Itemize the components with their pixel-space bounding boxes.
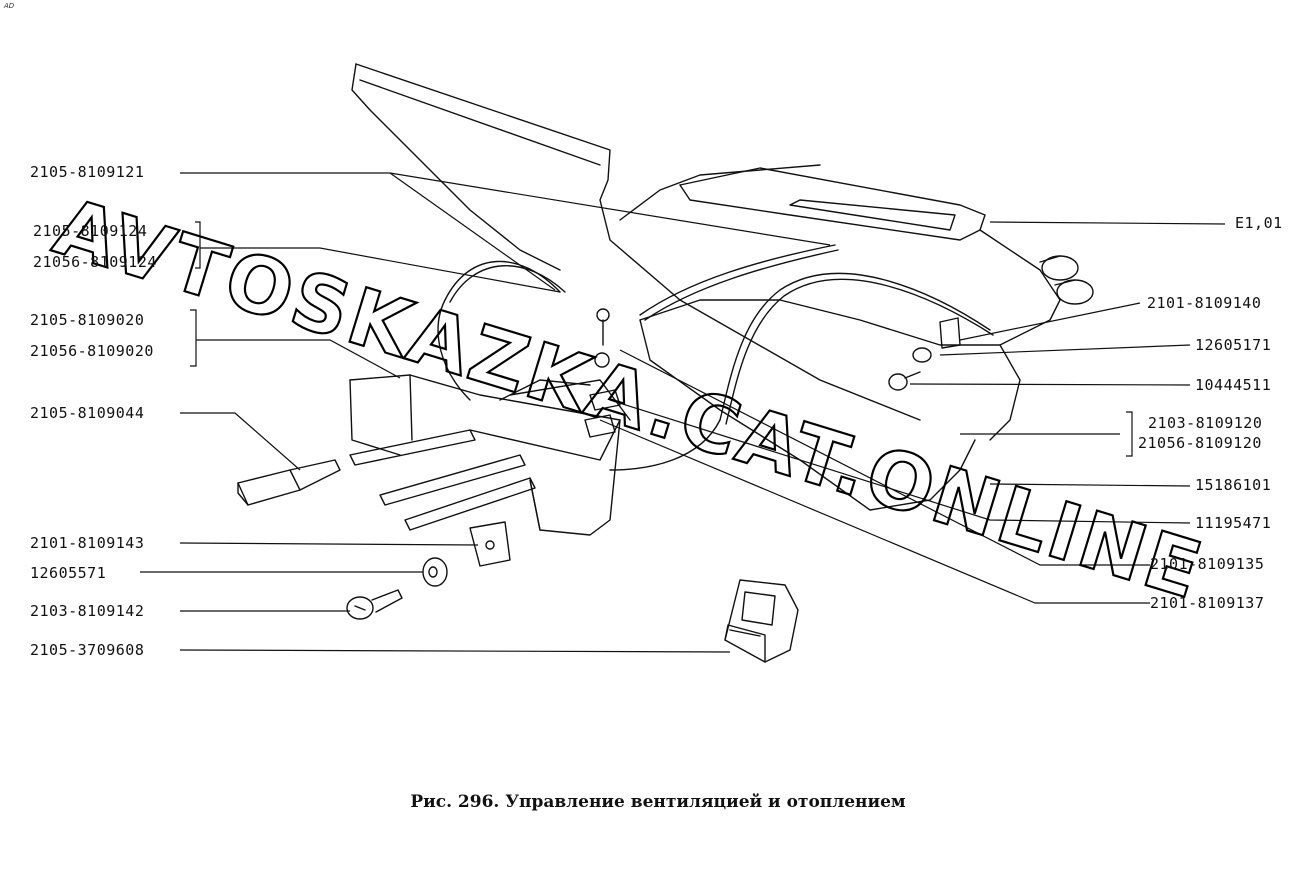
label-21056-8109020: 21056-8109020 [30,342,154,360]
knob-part [237,459,341,506]
heater-fasteners [594,308,961,391]
corner-mark: AD [4,2,15,10]
switch-part [724,579,799,663]
leader-lines [140,172,1226,653]
label-2103-8109142: 2103-8109142 [30,602,145,620]
label-2105-8109020: 2105-8109020 [30,311,145,329]
label-12605171: 12605171 [1195,336,1272,354]
label-2105-8109044: 2105-8109044 [30,404,145,422]
label-21056-8109120: 21056-8109120 [1138,434,1262,452]
label-2101-8109135: 2101-8109135 [1150,555,1265,573]
label-2103-8109120: 2103-8109120 [1148,414,1263,432]
label-2101-8109137: 2101-8109137 [1150,594,1265,612]
label-2105-3709608: 2105-3709608 [30,641,145,659]
dashboard-panel [351,63,921,421]
figure-caption: Рис. 296. Управление вентиляцией и отопл… [410,792,906,812]
label-15186101: 15186101 [1195,476,1272,494]
screw-part [346,589,403,620]
label-11195471: 11195471 [1195,514,1272,532]
control-bracket [349,374,631,536]
label-2101-8109140: 2101-8109140 [1147,294,1262,312]
label-21056-8109124: 21056-8109124 [33,253,157,271]
label-2105-8109124: 2105-8109124 [33,222,148,240]
control-cables [437,244,994,471]
label-12605571: 12605571 [30,564,107,582]
washer-part [422,557,448,587]
clip-part [469,521,511,567]
heater-housing [639,167,1094,511]
label-e101: E1,01 [1235,214,1283,232]
label-10444511: 10444511 [1195,376,1272,394]
label-2101-8109143: 2101-8109143 [30,534,145,552]
label-2105-8109121: 2105-8109121 [30,163,145,181]
